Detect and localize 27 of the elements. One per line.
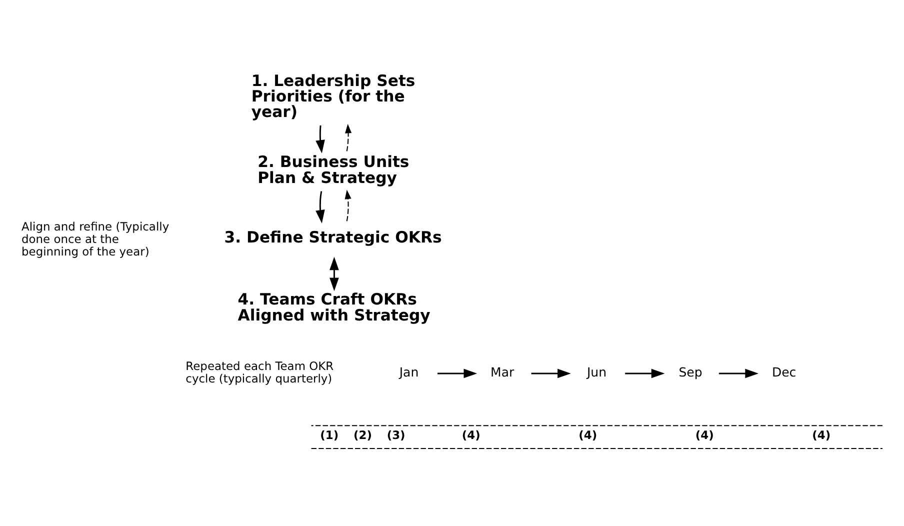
- arrow: [345, 124, 352, 152]
- label: Align and refine (Typically done once at the beginning of the year): [22, 219, 170, 258]
- arrow: [437, 368, 478, 378]
- arrow: [531, 368, 571, 378]
- label: (4): [695, 428, 714, 442]
- arrow: [718, 368, 759, 378]
- node-text: 4. Teams Craft OKRs Aligned with Strategy: [238, 290, 430, 324]
- node-text: Mar: [490, 364, 514, 380]
- label: (4): [462, 428, 480, 442]
- node-text: Dec: [772, 364, 796, 380]
- node-text: 3. Define Strategic OKRs: [224, 228, 442, 247]
- arrow: [330, 256, 339, 292]
- node-text: Sep: [678, 364, 702, 380]
- arrow: [625, 368, 665, 378]
- arrow: [344, 190, 352, 222]
- label: (3): [386, 428, 406, 442]
- node-text: Jun: [586, 364, 607, 380]
- label: (4): [812, 428, 831, 442]
- arrow: [316, 125, 325, 154]
- label: (4): [578, 428, 598, 442]
- node-text: Jan: [399, 364, 419, 380]
- node-text: 1. Leadership Sets Priorities (for the year): [251, 70, 416, 122]
- arrow: [316, 191, 325, 224]
- node-text: 2. Business Units Plan & Strategy: [258, 152, 410, 187]
- label: (2): [354, 428, 372, 442]
- label: (1): [320, 428, 339, 442]
- node-label: Repeated each Team OKR cycle (typically quarterly): [186, 359, 334, 386]
